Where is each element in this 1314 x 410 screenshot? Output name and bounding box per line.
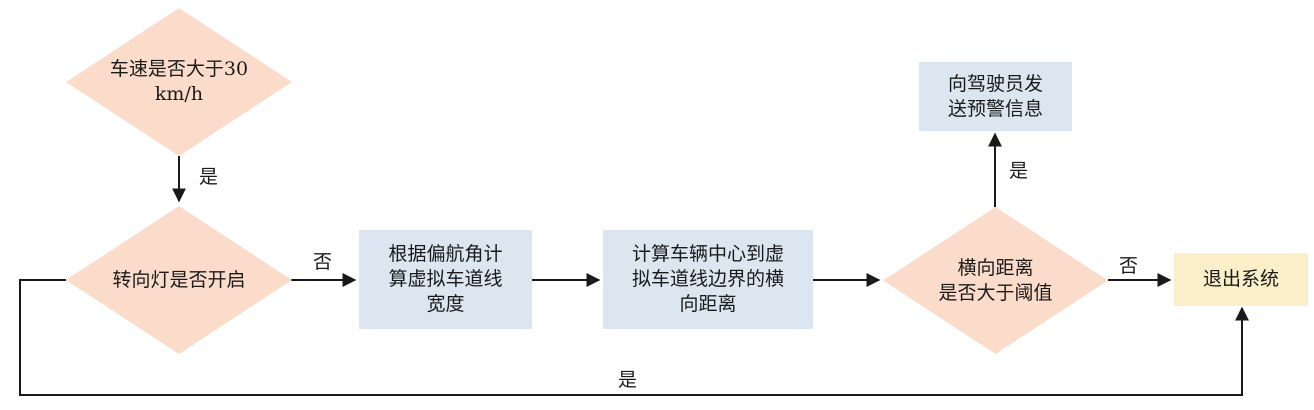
- arrow-signal-yes-to-exit: [19, 279, 1249, 396]
- process-send-warning: 向驾驶员发 送预警信息: [919, 62, 1072, 131]
- decision-threshold-label: 横向距离 是否大于阈值: [938, 256, 1053, 304]
- process-compute-lane-width: 根据偏航角计 算虚拟车道线 宽度: [359, 230, 532, 329]
- edge-label-speed-yes: 是: [199, 166, 219, 188]
- terminal-exit-system: 退出系统: [1174, 253, 1308, 306]
- edge-label-signal-no: 否: [313, 251, 333, 273]
- process-warning-label: 向驾驶员发 送预警信息: [947, 72, 1043, 120]
- decision-turn-signal-label: 转向灯是否开启: [112, 268, 246, 291]
- decision-speed-label: 车速是否大于30 km/h: [109, 58, 249, 105]
- terminal-exit-label: 退出系统: [1202, 268, 1279, 290]
- edge-label-signal-yes: 是: [618, 369, 638, 391]
- edge-label-threshold-yes: 是: [1009, 160, 1029, 182]
- process-compute-lateral-distance: 计算车辆中心到虚 拟车道线边界的横 向距离: [603, 230, 813, 329]
- decision-distance-threshold: 横向距离 是否大于阈值: [883, 207, 1108, 354]
- process-lateral-distance-label: 计算车辆中心到虚 拟车道线边界的横 向距离: [631, 243, 784, 315]
- decision-turn-signal: 转向灯是否开启: [66, 206, 292, 354]
- edge-label-threshold-no: 否: [1119, 255, 1139, 277]
- decision-speed-check: 车速是否大于30 km/h: [66, 8, 292, 156]
- process-lane-width-label: 根据偏航角计 算虚拟车道线 宽度: [388, 243, 503, 315]
